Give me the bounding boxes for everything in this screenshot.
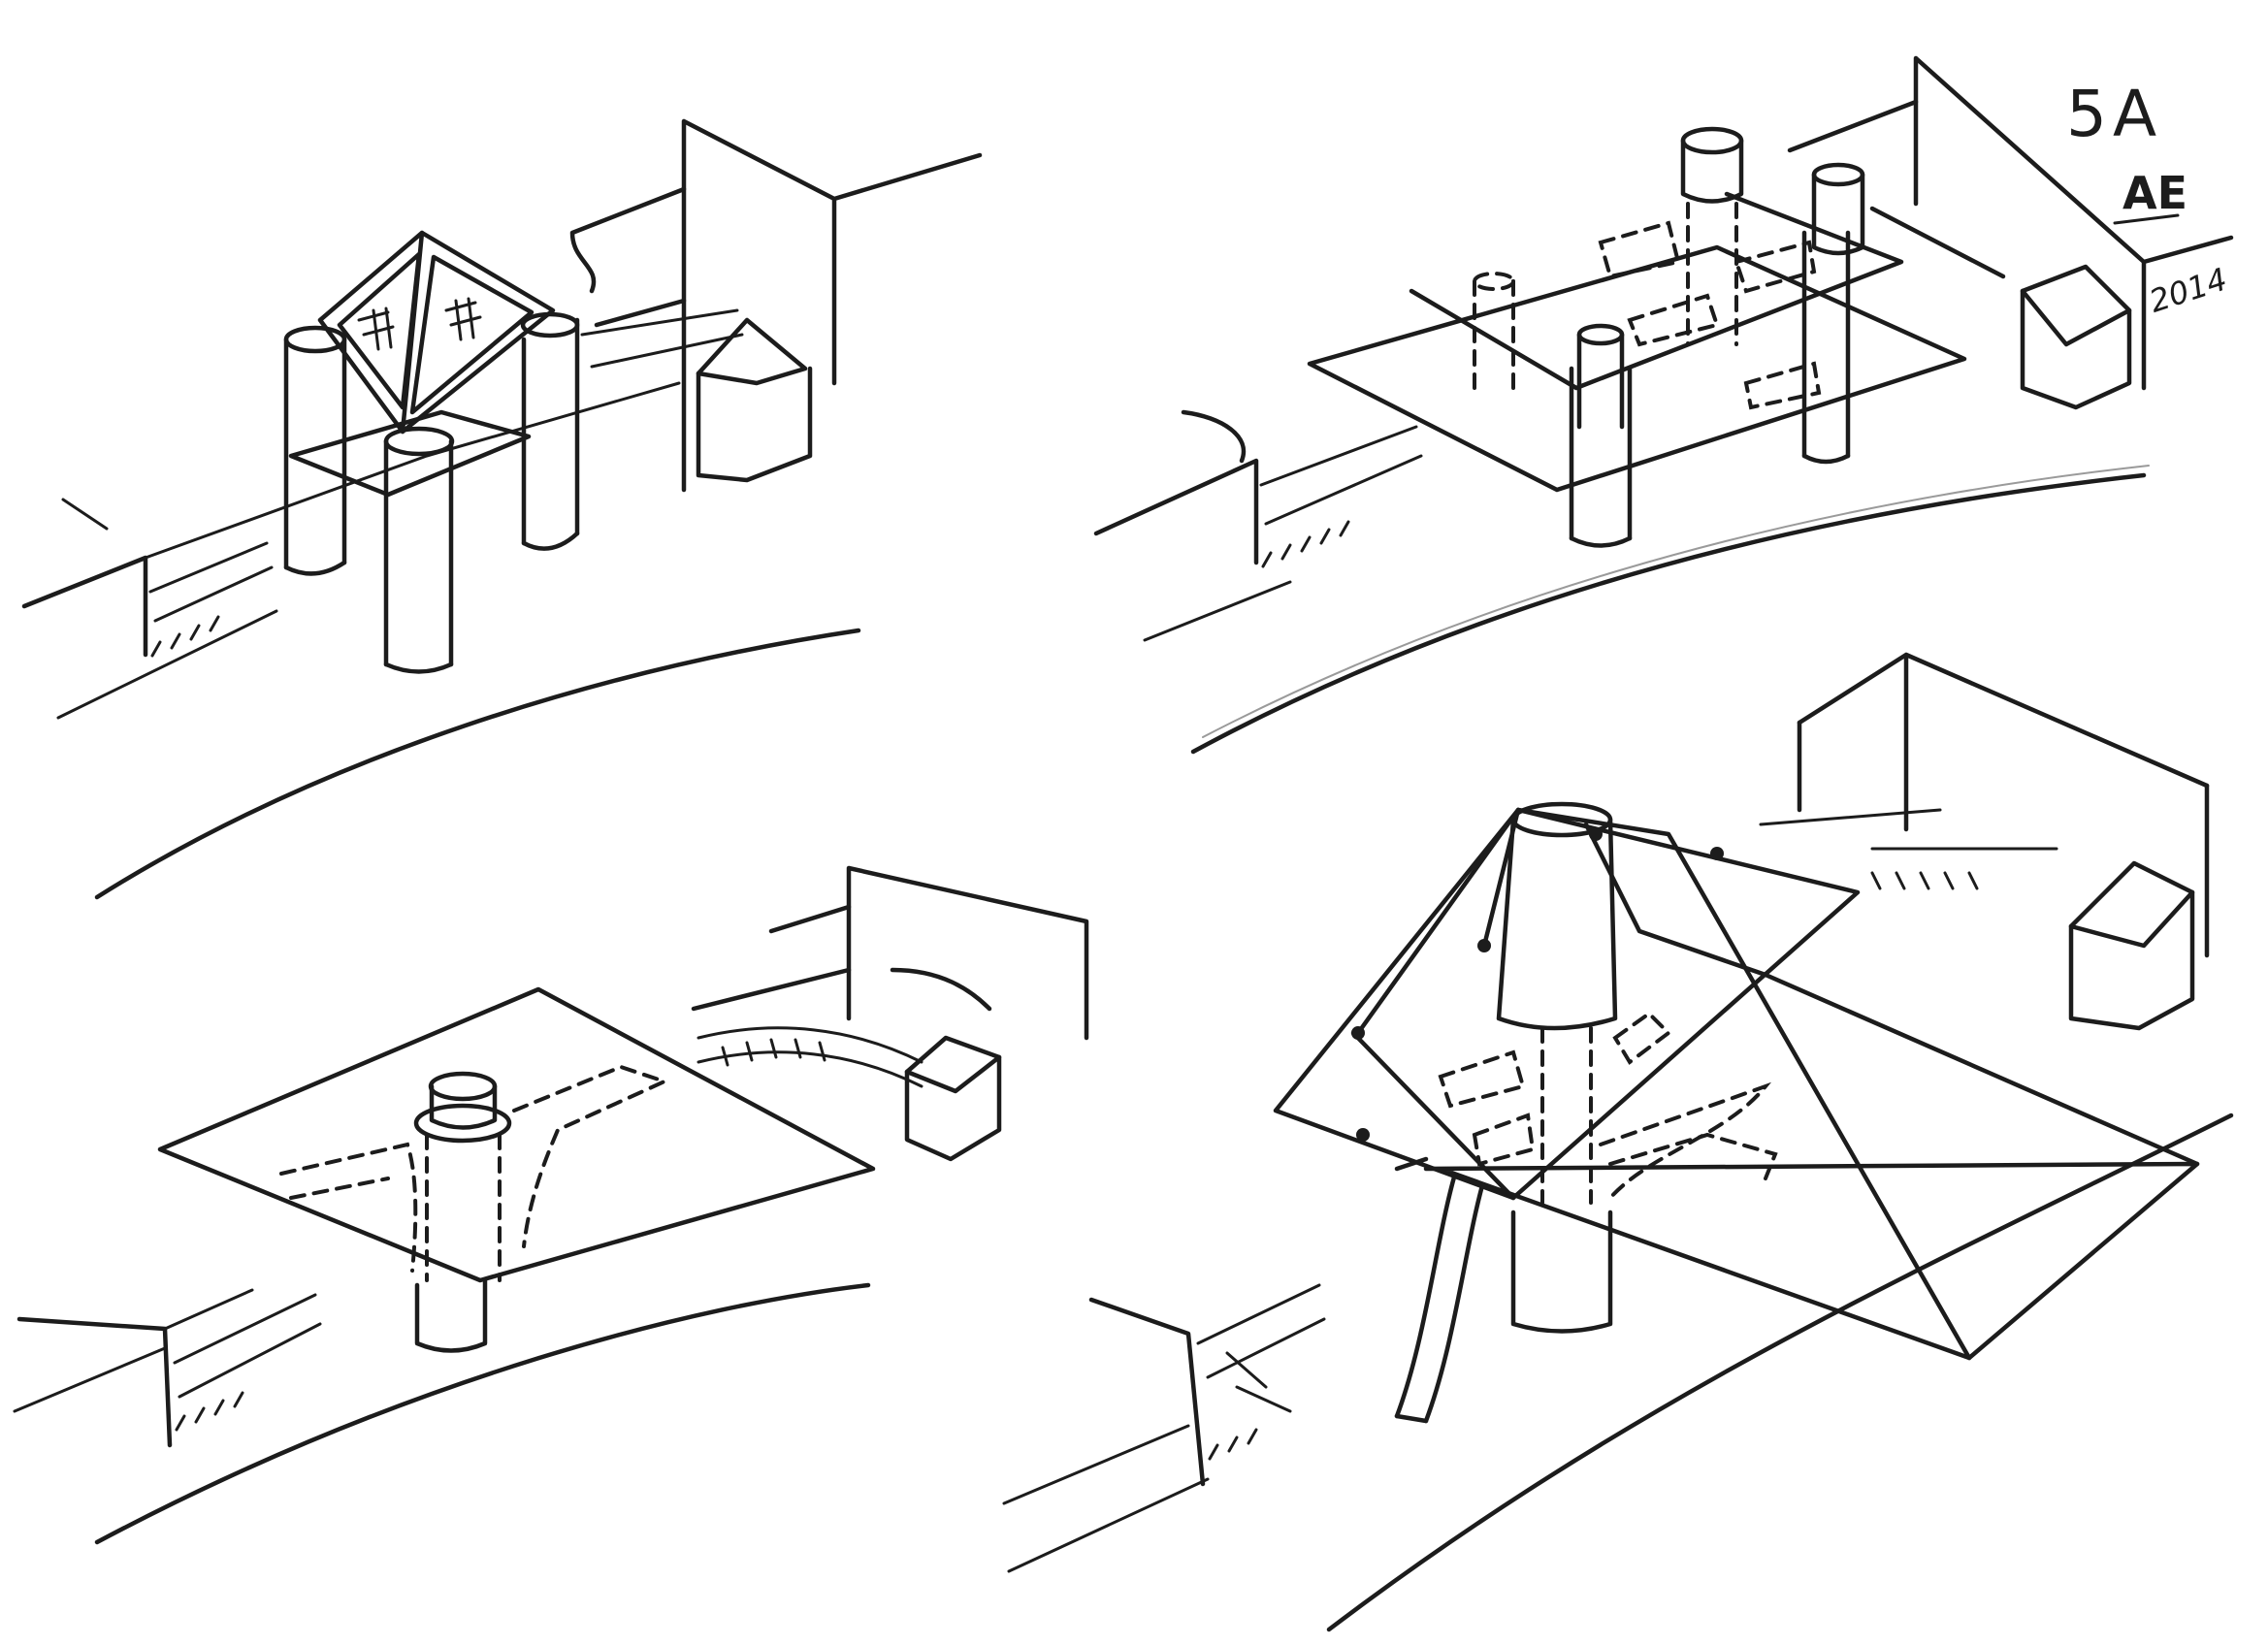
initials-underline — [2113, 213, 2180, 225]
panel-top-left — [21, 118, 983, 900]
author-initials: AE — [2122, 167, 2187, 219]
sheet-id-label: 5A — [2066, 77, 2162, 151]
title-block: 5A AE 2014 — [2066, 77, 2231, 320]
panel-bottom-right — [1002, 652, 2234, 1632]
panel-bottom-left — [13, 865, 1089, 1545]
sheet-year: 2014 — [2145, 261, 2231, 320]
panel-top-right — [1093, 55, 2234, 755]
